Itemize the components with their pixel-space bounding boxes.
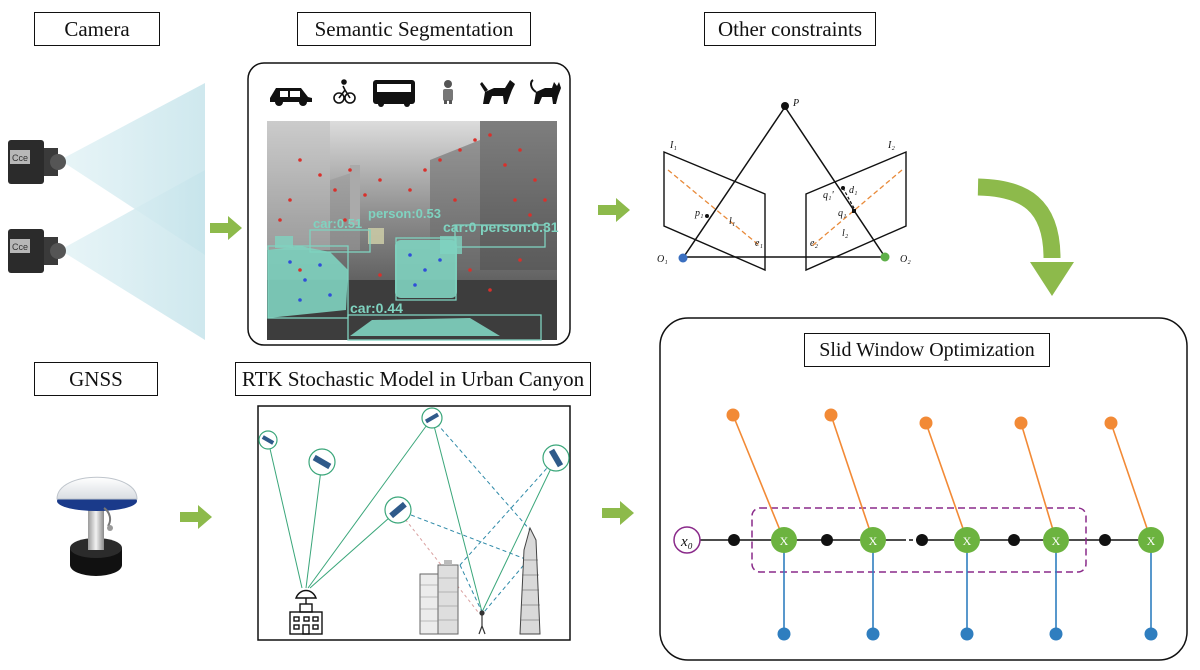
landmark-node-1: [824, 408, 838, 422]
imu-node-2: [960, 627, 974, 641]
curved-arrow-head: [1030, 262, 1074, 296]
car-icon: [270, 88, 312, 106]
camera-beams: [60, 83, 205, 340]
landmark-node-4: [1104, 416, 1118, 430]
intermediate-node-4: [1099, 534, 1111, 546]
svg-text:q₁': q₁': [823, 190, 834, 201]
gnss-receiver-icon: [56, 476, 138, 576]
svg-text:Cce: Cce: [12, 242, 28, 252]
state-node-4: [1138, 527, 1164, 553]
initial-state-node: [673, 526, 701, 554]
rtk-panel: [257, 405, 571, 641]
image-plane-2: [805, 150, 907, 272]
imu-node-3: [1049, 627, 1063, 641]
svg-text:person:0.53: person:0.53: [368, 206, 441, 221]
svg-text:e₂: e₂: [810, 238, 818, 249]
arrow-seg-to-constraints: [598, 198, 630, 222]
camera-label: Camera: [34, 12, 160, 46]
satellite-links: [267, 417, 557, 613]
imu-node-4: [1144, 627, 1158, 641]
semantic-segmentation-label: Semantic Segmentation: [297, 12, 531, 46]
sliding-window-graph: X X X X X x₀: [673, 408, 1164, 641]
pedestrian-icon: [478, 610, 486, 635]
landmark-edge-3: [1020, 422, 1057, 541]
arrow-camera-to-seg: [210, 216, 242, 240]
street-scene-image: car:0.51 person:0.53 car:0 person:0.31 c…: [267, 121, 559, 341]
state-node-2: [954, 527, 980, 553]
state-node-3: [1043, 527, 1069, 553]
intermediate-node-2: [916, 534, 928, 546]
image-plane-1: [663, 150, 766, 272]
curved-arrow-to-window: [977, 178, 1061, 259]
cyclist-icon: [333, 79, 356, 104]
satellite-icons: [258, 407, 570, 524]
svg-text:e₁: e₁: [755, 238, 763, 249]
landmark-edge-1: [830, 414, 874, 541]
state-node-label-0: X: [780, 534, 789, 548]
bus-icon: [373, 80, 415, 107]
landmark-edge-2: [925, 422, 968, 541]
camera-icon-bottom: Cce: [8, 229, 66, 273]
state-node-label-3: X: [1052, 534, 1061, 548]
landmark-node-0: [726, 408, 740, 422]
svg-text:car:0: car:0: [443, 219, 477, 235]
sliding-window-panel: [659, 317, 1188, 661]
imu-node-1: [866, 627, 880, 641]
svg-text:d₁: d₁: [849, 185, 857, 196]
landmark-edge-0: [732, 414, 785, 541]
state-node-label-1: X: [869, 534, 878, 548]
gnss-label: GNSS: [34, 362, 158, 396]
person-icon: [443, 80, 453, 104]
state-node-label-4: X: [1147, 534, 1156, 548]
state-node-label-2: X: [963, 534, 972, 548]
intermediate-node-0: [728, 534, 740, 546]
svg-text:person:0.31: person:0.31: [480, 219, 559, 235]
landmark-node-3: [1014, 416, 1028, 430]
point-p: [781, 102, 789, 110]
landmark-edge-4: [1110, 422, 1152, 541]
landmark-node-2: [919, 416, 933, 430]
origin-2-point: [880, 252, 890, 262]
svg-text:O₁: O₁: [657, 254, 668, 265]
skyscraper-icon: [519, 526, 541, 635]
svg-text:car:0.51: car:0.51: [313, 216, 362, 231]
svg-text:I₂: I₂: [887, 140, 895, 151]
svg-text:q₁: q₁: [838, 208, 846, 219]
state-node-1: [860, 527, 886, 553]
origin-1-point: [678, 253, 688, 263]
svg-text:l₂: l₂: [842, 228, 849, 239]
svg-text:Cce: Cce: [12, 153, 28, 163]
epipolar-geometry: P I₁ I₂ O₁ O₂ p₁ l₁ e₁ e₂ l₂ q₁ q₁' d₁: [657, 98, 911, 272]
buildings-icon: [419, 560, 459, 635]
dog-icon: [480, 80, 515, 104]
svg-text:I₁: I₁: [669, 140, 677, 151]
window-selection: [751, 507, 1087, 573]
state-node-0: [771, 527, 797, 553]
svg-text:car:0.44: car:0.44: [350, 300, 403, 316]
flow-arrows: [180, 198, 634, 529]
svg-text:P: P: [792, 98, 799, 109]
other-constraints-label: Other constraints: [704, 12, 876, 46]
arrow-gnss-to-rtk: [180, 505, 212, 529]
svg-text:p₁: p₁: [694, 208, 703, 219]
rtk-model-label: RTK Stochastic Model in Urban Canyon: [235, 362, 591, 396]
ground-station-icon: [289, 589, 323, 635]
imu-node-0: [777, 627, 791, 641]
arrow-rtk-to-window: [602, 501, 634, 525]
intermediate-node-1: [821, 534, 833, 546]
svg-text:x₀: x₀: [680, 534, 693, 550]
cat-icon: [530, 79, 561, 104]
intermediate-node-3: [1008, 534, 1020, 546]
slid-window-label: Slid Window Optimization: [804, 333, 1050, 367]
svg-text:O₂: O₂: [900, 254, 911, 265]
camera-icon-top: Cce: [8, 140, 66, 184]
svg-text:l₁: l₁: [729, 216, 735, 227]
